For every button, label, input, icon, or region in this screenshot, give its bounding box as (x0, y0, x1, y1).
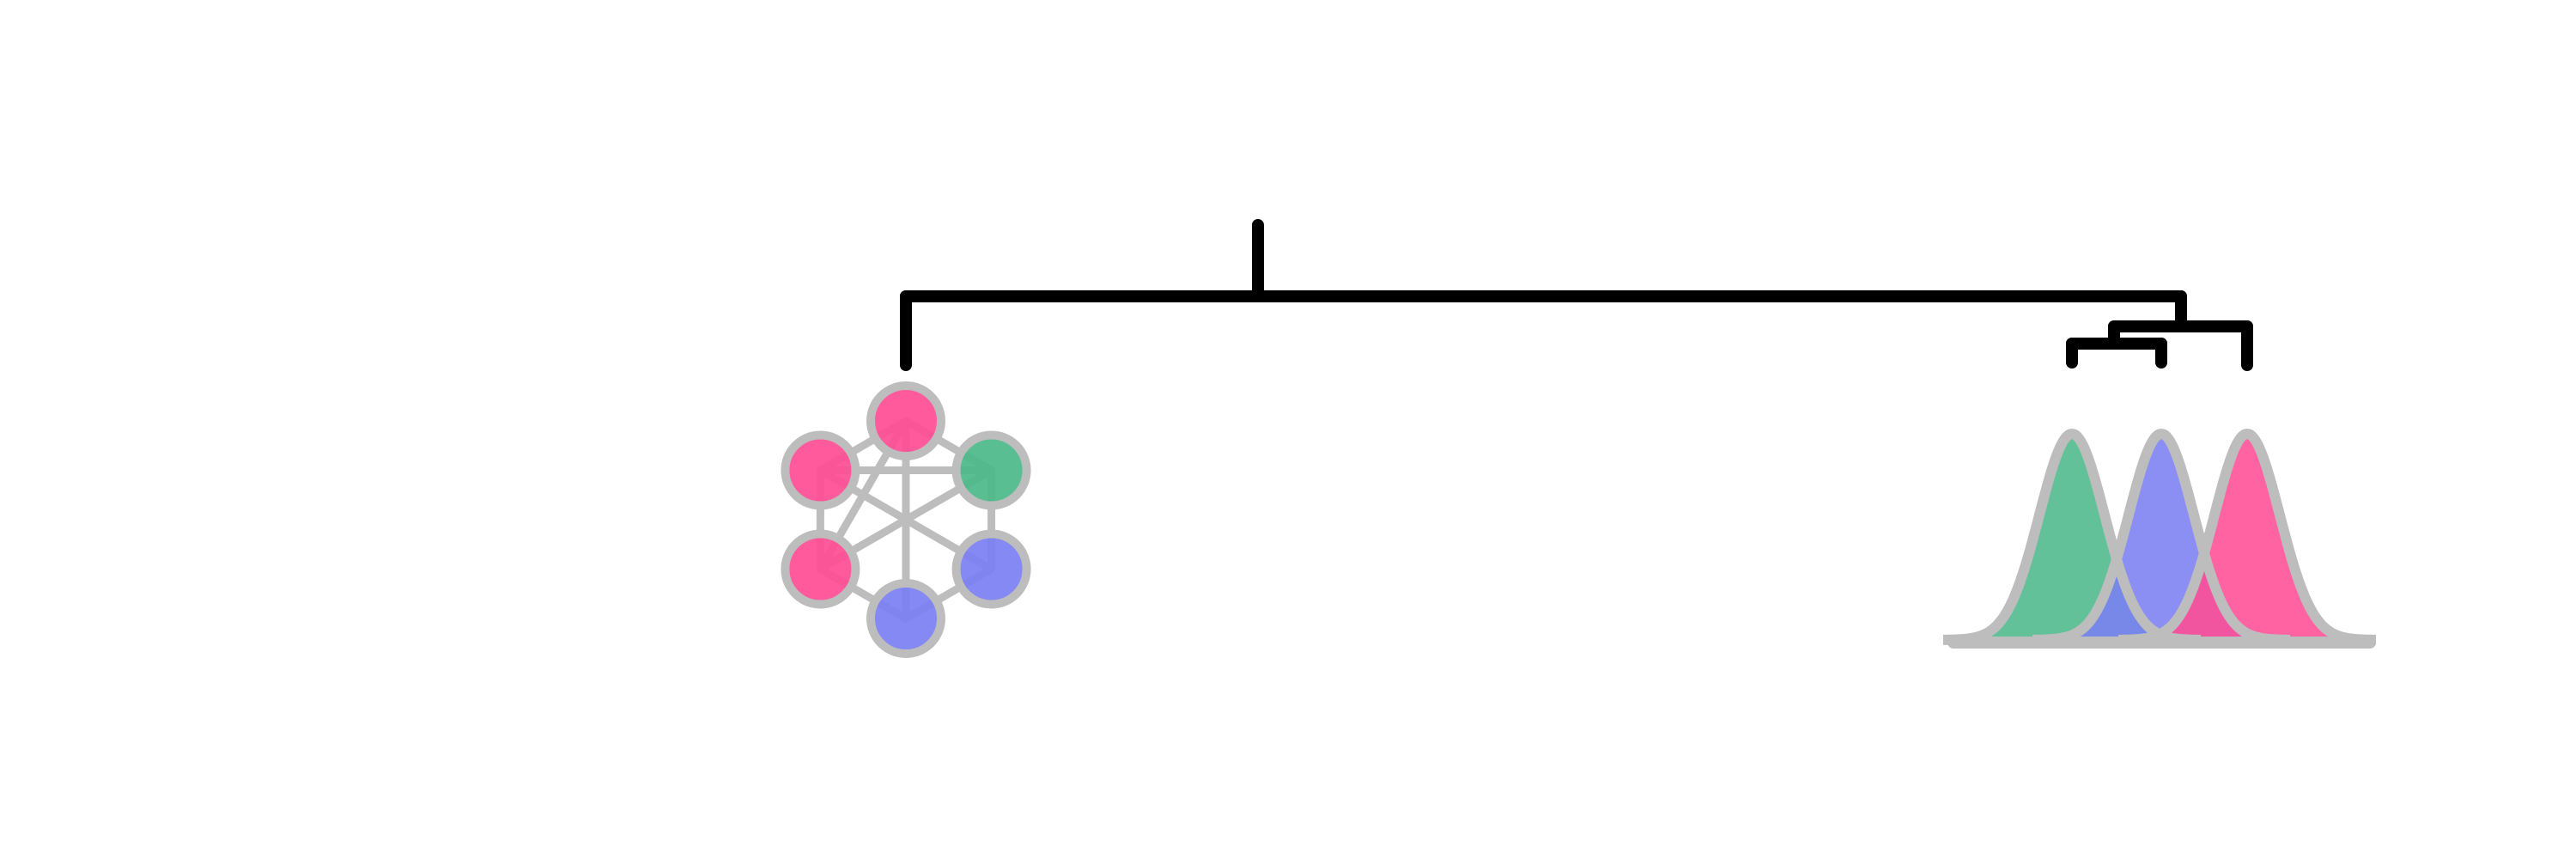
network-nodes (781, 381, 1031, 658)
network-node-blue (866, 579, 945, 658)
dendrogram (900, 219, 2253, 371)
distribution-fill-blue (2032, 434, 2290, 640)
distribution-fill-green (1943, 434, 2201, 640)
network-node-green (951, 430, 1031, 510)
distribution-outline-pink (2115, 429, 2379, 645)
network-node-pink (866, 381, 945, 460)
network-node-pink (781, 430, 860, 510)
network-node-blue (951, 529, 1031, 609)
distribution-fill-pink (2118, 434, 2376, 640)
distribution-curves (1940, 429, 2379, 649)
distribution-outline-blue (2029, 429, 2293, 645)
network-graph (781, 381, 1031, 658)
network-node-pink (781, 529, 860, 609)
